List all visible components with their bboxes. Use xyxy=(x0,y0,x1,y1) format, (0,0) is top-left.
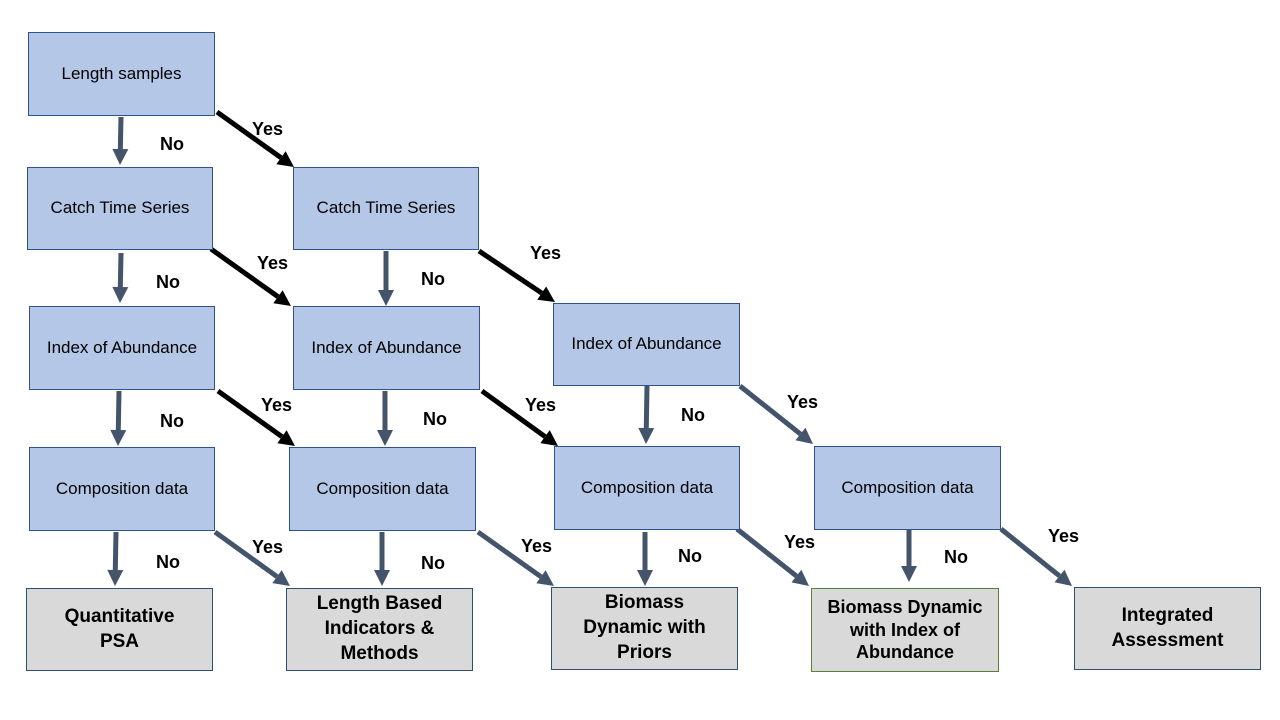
outcome-biomass-dynamic-index: Biomass Dynamic with Index of Abundance xyxy=(811,588,999,672)
node-composition-data-3: Composition data xyxy=(554,446,740,530)
edge-label-yes: Yes xyxy=(252,119,284,139)
arrow-no xyxy=(637,532,653,586)
arrow-no xyxy=(110,390,127,446)
edge-label-yes: Yes xyxy=(530,243,562,263)
edge-label-no: No xyxy=(423,409,447,429)
outcome-label: Integrated Assessment xyxy=(1111,604,1224,651)
arrow-no xyxy=(107,531,124,586)
outcome-label: Length Based Indicators & Methods xyxy=(316,593,443,664)
edge-label-yes: Yes xyxy=(521,536,553,556)
arrow-yes xyxy=(476,529,554,586)
edge-label-no: No xyxy=(944,547,968,567)
arrow-yes xyxy=(999,527,1072,586)
arrow-no xyxy=(901,530,917,582)
arrow-yes xyxy=(213,529,290,586)
outcome-label: Biomass Dynamic with Priors xyxy=(583,592,706,663)
edge-label-no: No xyxy=(681,405,705,425)
node-composition-data-2: Composition data xyxy=(289,447,476,531)
arrow-no xyxy=(638,385,655,444)
edge-label-no: No xyxy=(421,269,445,289)
node-length-samples: Length samples xyxy=(28,32,215,116)
outcome-label: Quantitative PSA xyxy=(64,605,175,652)
arrow-yes xyxy=(735,527,809,586)
edge-label-no: No xyxy=(160,134,184,154)
arrow-no xyxy=(112,252,129,303)
node-index-of-abundance-2: Index of Abundance xyxy=(293,306,480,390)
arrow-no xyxy=(377,391,393,446)
arrow-no xyxy=(112,116,129,165)
node-catch-time-series-2: Catch Time Series xyxy=(293,167,479,250)
node-index-of-abundance-1: Index of Abundance xyxy=(29,306,215,390)
edge-label-no: No xyxy=(678,546,702,566)
arrow-yes xyxy=(480,388,558,446)
edge-label-no: No xyxy=(156,272,180,292)
arrow-yes xyxy=(209,246,291,306)
outcome-quantitative-psa: Quantitative PSA xyxy=(26,588,213,671)
arrow-yes xyxy=(216,388,295,446)
arrow-no xyxy=(374,532,390,586)
node-composition-data-4: Composition data xyxy=(814,446,1001,530)
outcome-length-based-indicators: Length Based Indicators & Methods xyxy=(286,588,473,671)
arrow-yes xyxy=(477,248,555,302)
arrow-yes xyxy=(215,109,294,167)
edge-label-no: No xyxy=(160,411,184,431)
outcome-integrated-assessment: Integrated Assessment xyxy=(1074,587,1261,670)
arrow-yes xyxy=(738,384,813,444)
outcome-label: Biomass Dynamic with Index of Abundance xyxy=(827,597,983,663)
edge-label-no: No xyxy=(421,553,445,573)
edge-label-no: No xyxy=(156,552,180,572)
outcome-biomass-dynamic-priors: Biomass Dynamic with Priors xyxy=(551,587,738,670)
edge-label-yes: Yes xyxy=(787,392,819,412)
edge-label-yes: Yes xyxy=(261,395,293,415)
node-composition-data-1: Composition data xyxy=(29,447,215,531)
edge-label-yes: Yes xyxy=(525,395,557,415)
edge-label-yes: Yes xyxy=(784,532,816,552)
edge-label-yes: Yes xyxy=(252,537,284,557)
edge-label-yes: Yes xyxy=(257,253,289,273)
node-catch-time-series-1: Catch Time Series xyxy=(27,167,213,250)
node-index-of-abundance-3: Index of Abundance xyxy=(553,303,740,386)
edge-label-yes: Yes xyxy=(1048,526,1080,546)
arrow-no xyxy=(378,251,394,306)
